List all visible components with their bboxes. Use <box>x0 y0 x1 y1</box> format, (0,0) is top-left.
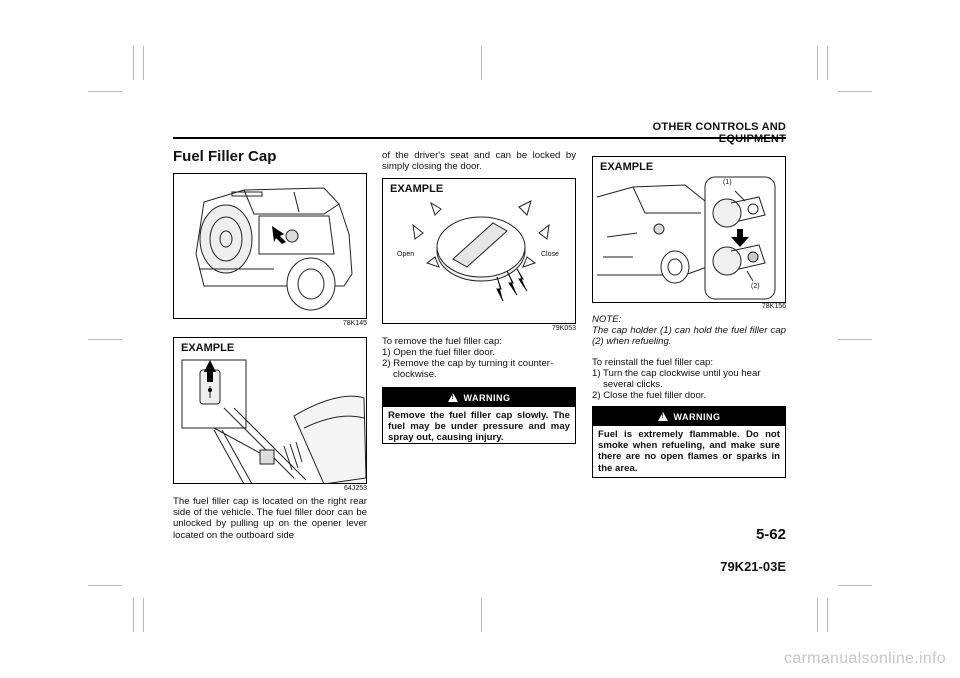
crop-mark <box>481 46 482 80</box>
warning-title: WARNING <box>673 411 721 422</box>
warning-header: ! WARNING <box>383 388 575 407</box>
pull-up-arrow-icon <box>204 360 216 382</box>
reinstall-intro: To reinstall the fuel filler cap: <box>592 357 714 368</box>
list-item: 2) Remove the cap by turning it counter-… <box>382 358 554 381</box>
crop-mark <box>133 598 134 632</box>
cap-holder-illustration <box>596 176 776 300</box>
figure-code: 79K053 <box>551 325 576 332</box>
remove-steps: 1) Open the fuel filler door. 2) Remove … <box>382 347 576 381</box>
reinstall-steps: 1) Turn the cap clockwise until you hear… <box>592 368 786 402</box>
header-rule <box>173 137 786 139</box>
crop-mark <box>143 598 144 632</box>
note-label: NOTE: <box>592 314 622 325</box>
section-header: OTHER CONTROLS AND EQUIPMENT <box>652 121 786 145</box>
crop-mark <box>143 46 144 80</box>
open-label: Open <box>397 251 415 258</box>
warning-icon: ! <box>447 393 458 402</box>
callout-1: (1) <box>723 179 732 186</box>
arrow-icon <box>272 226 286 244</box>
close-label: Close <box>541 251 559 258</box>
note-text: The cap holder (1) can hold the fuel fil… <box>592 325 786 348</box>
warning-text: Fuel is extremely flammable. Do not smok… <box>598 429 780 474</box>
crop-mark <box>827 598 828 632</box>
opener-lever-illustration <box>181 359 366 483</box>
page-title: Fuel Filler Cap <box>173 148 277 165</box>
body-paragraph: The fuel filler cap is located on the ri… <box>173 496 367 541</box>
list-item: 1) Open the fuel filler door. <box>382 347 496 358</box>
warning-header: ! WARNING <box>593 407 785 426</box>
crop-mark <box>838 585 872 586</box>
remove-intro: To remove the fuel filler cap: <box>382 336 502 347</box>
warning-text: Remove the fuel filler cap slowly. The f… <box>388 410 570 444</box>
crop-mark <box>817 598 818 632</box>
crop-mark <box>838 339 872 340</box>
warning-box: ! WARNING Remove the fuel filler cap slo… <box>382 387 576 444</box>
page-number: 5-62 <box>755 526 786 543</box>
warning-icon: ! <box>657 412 668 421</box>
body-paragraph: of the driver's seat and can be locked b… <box>382 150 576 173</box>
figure-cap-holder: EXAMPLE (1) (2) <box>592 156 786 303</box>
crop-mark <box>827 46 828 80</box>
warning-title: WARNING <box>463 392 511 403</box>
crop-mark <box>838 91 872 92</box>
crop-mark <box>481 598 482 632</box>
crop-mark <box>88 585 122 586</box>
figure-label: EXAMPLE <box>600 161 654 173</box>
vehicle-rear-illustration <box>195 187 353 311</box>
crop-mark <box>817 46 818 80</box>
figure-label: EXAMPLE <box>181 342 235 354</box>
crop-mark <box>88 91 122 92</box>
callout-2: (2) <box>751 283 760 290</box>
crop-mark <box>88 339 122 340</box>
list-item: 2) Close the fuel filler door. <box>592 390 707 402</box>
figure-code: 78K145 <box>342 320 367 327</box>
list-item: 1) Turn the cap clockwise until you hear… <box>592 368 761 391</box>
figure-cap-rotation: EXAMPLE Open Close <box>382 178 576 324</box>
crop-mark <box>133 46 134 80</box>
down-arrow-icon <box>731 229 749 247</box>
document-code: 79K21-03E <box>720 559 786 574</box>
warning-box: ! WARNING Fuel is extremely flammable. D… <box>592 406 786 478</box>
figure-opener-lever: EXAMPLE <box>173 337 367 484</box>
watermark: carmanualsonline.info <box>784 650 946 667</box>
figure-vehicle-rear <box>173 173 367 319</box>
figure-code: 64J253 <box>344 485 367 492</box>
figure-code: 78K156 <box>761 303 786 310</box>
cap-rotation-illustration <box>412 200 550 302</box>
figure-label: EXAMPLE <box>390 183 444 195</box>
